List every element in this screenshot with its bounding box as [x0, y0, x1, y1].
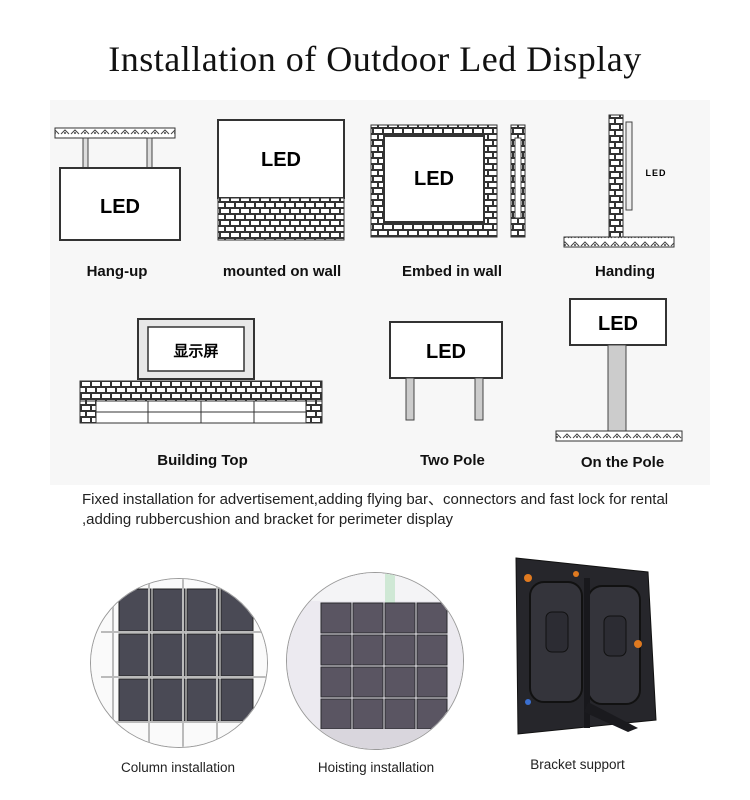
led-text: LED: [598, 313, 638, 335]
embed-wall-diagram: LED: [370, 124, 526, 238]
led-text: LED: [100, 196, 140, 218]
hang-up-diagram: LED: [54, 127, 181, 241]
handing-sign-text: LED: [646, 168, 667, 178]
method-label-mounted-on-wall: mounted on wall: [222, 263, 342, 280]
page-title: Installation of Outdoor Led Display: [108, 39, 642, 79]
method-label-handing: Handing: [595, 263, 655, 280]
method-label-hang-up: Hang-up: [86, 263, 148, 280]
method-label-two-pole: Two Pole: [420, 452, 485, 469]
building-sign-text: 显示屏: [173, 343, 218, 360]
handing-diagram: LED: [563, 114, 675, 248]
led-text: LED: [414, 168, 454, 190]
photo-caption-column: Column installation: [120, 760, 236, 775]
description-text: Fixed installation for advertisement,add…: [82, 491, 669, 528]
building-top-diagram: 显示屏: [79, 318, 323, 424]
method-label-embed-in-wall: Embed in wall: [401, 263, 503, 280]
photo-caption-bracket: Bracket support: [530, 757, 625, 772]
led-text: LED: [426, 341, 466, 363]
led-text: LED: [261, 149, 301, 171]
bracket-support-photo: [488, 552, 660, 738]
on-the-pole-diagram: LED: [555, 298, 683, 442]
photo-caption-hoisting: Hoisting installation: [317, 760, 435, 775]
method-label-building-top: Building Top: [157, 452, 248, 469]
hoisting-installation-photo: [286, 572, 464, 750]
wall-mount-diagram: LED: [217, 119, 345, 241]
method-label-on-the-pole: On the Pole: [580, 454, 665, 471]
two-pole-diagram: LED: [389, 321, 503, 421]
column-installation-photo: [90, 578, 268, 748]
